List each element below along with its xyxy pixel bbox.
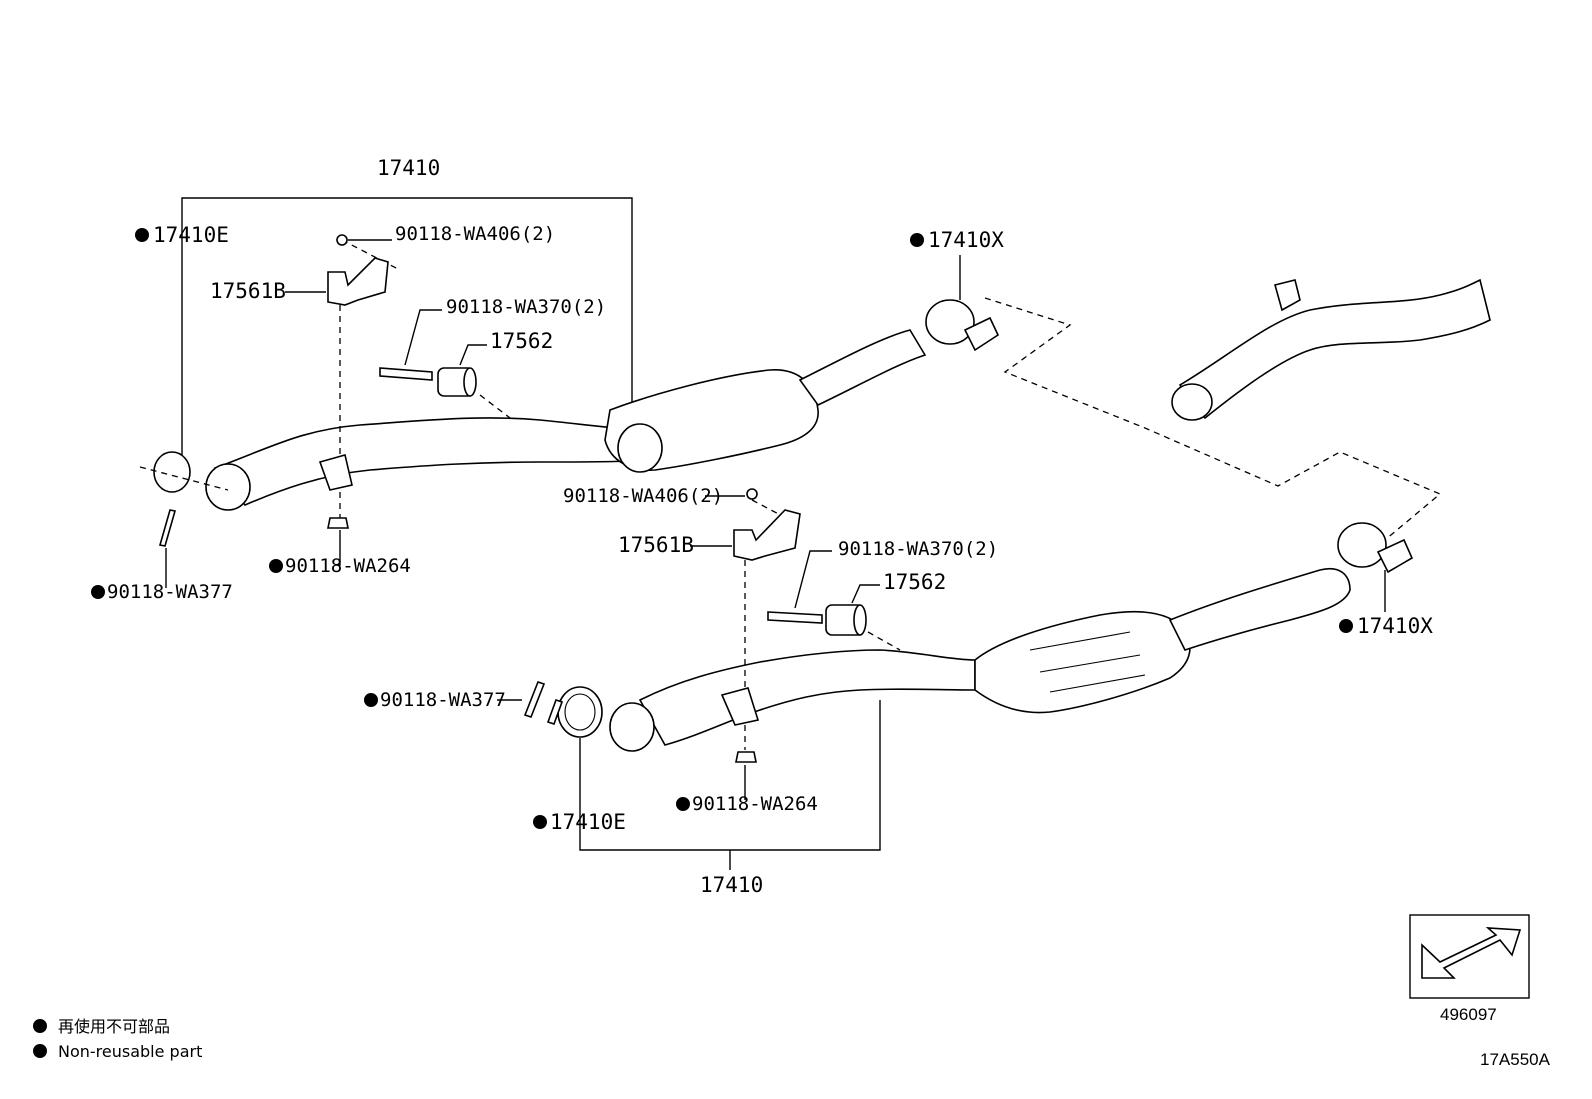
top-bolt-front xyxy=(336,234,348,246)
top-pipe-flange xyxy=(205,463,251,511)
bottom-hanger-bolt-label: 90118-WA370(2) xyxy=(838,538,998,560)
top-group-label: 17410 xyxy=(377,156,440,180)
direction-box-code: 496097 xyxy=(1440,1005,1497,1024)
bottom-pipe-flange xyxy=(609,702,655,752)
top-nut-label: 90118-WA264 xyxy=(285,555,411,577)
top-pipe-hanger xyxy=(318,454,353,491)
direction-arrow-icon xyxy=(1421,927,1522,979)
illustration-code: 17A550A xyxy=(1480,1050,1551,1069)
bottom-clamp-label: 17410X xyxy=(1357,614,1433,638)
tail-dash-box xyxy=(984,297,1442,541)
tail-section xyxy=(984,278,1491,541)
bottom-group-label: 17410 xyxy=(700,873,763,897)
bottom-clamp xyxy=(1337,522,1387,568)
top-clamp xyxy=(925,299,975,345)
bottom-insulator-label: 17562 xyxy=(883,570,946,594)
legend-marker-en xyxy=(33,1044,47,1058)
top-bolt-front-label: 90118-WA406(2) xyxy=(395,223,555,245)
non-reusable-marker xyxy=(135,228,149,242)
bottom-clamp-bolt xyxy=(523,681,546,718)
legend-marker-jp xyxy=(33,1019,47,1033)
tail-pipe xyxy=(1178,278,1491,420)
top-hanger-bolt-label: 90118-WA370(2) xyxy=(446,296,606,318)
top-hanger-bolt xyxy=(379,367,433,381)
legend: 再使用不可部品 Non-reusable part xyxy=(33,1017,202,1061)
top-clamp-bolt-label: 90118-WA377 xyxy=(107,581,233,603)
top-gasket-label: 17410E xyxy=(153,223,229,247)
top-muffler-end xyxy=(617,423,663,473)
top-clamp-bolt xyxy=(158,509,177,547)
top-bracket-label: 17561B xyxy=(210,279,286,303)
top-nut xyxy=(327,517,349,529)
top-insulator-label: 17562 xyxy=(490,329,553,353)
bottom-clamp-bolt-label: 90118-WA377 xyxy=(380,689,506,711)
bottom-bolt-front xyxy=(746,488,758,500)
top-tail-pipe xyxy=(798,329,927,407)
bottom-nut xyxy=(735,751,757,763)
bottom-front-pipe xyxy=(638,649,976,746)
legend-en: Non-reusable part xyxy=(58,1042,202,1061)
bottom-assembly: 17410 17410E 90118-WA377 90118-WA406(2) … xyxy=(364,485,1433,897)
top-assembly: 17410 17410E 90118-WA406(2) 17561B 90118… xyxy=(91,156,1004,603)
top-clamp-label: 17410X xyxy=(928,228,1004,252)
bottom-converter xyxy=(974,610,1191,714)
top-gasket-ring xyxy=(153,451,191,493)
bottom-gasket-label: 17410E xyxy=(550,810,626,834)
bottom-rear-pipe xyxy=(1168,568,1351,651)
bottom-bracket-label: 17561B xyxy=(618,533,694,557)
bottom-bracket xyxy=(733,509,801,561)
tail-hanger xyxy=(1274,279,1301,312)
top-bracket xyxy=(327,257,389,306)
bottom-hanger-bolt xyxy=(767,611,823,624)
legend-jp: 再使用不可部品 xyxy=(58,1017,170,1036)
top-gasket-dash xyxy=(139,466,229,491)
bottom-nut-label: 90118-WA264 xyxy=(692,793,818,815)
bottom-pipe-hanger xyxy=(720,687,760,726)
top-group-bracket xyxy=(181,197,633,458)
direction-box: 496097 xyxy=(1409,914,1530,1024)
bottom-bolt-front-label: 90118-WA406(2) xyxy=(563,485,723,507)
